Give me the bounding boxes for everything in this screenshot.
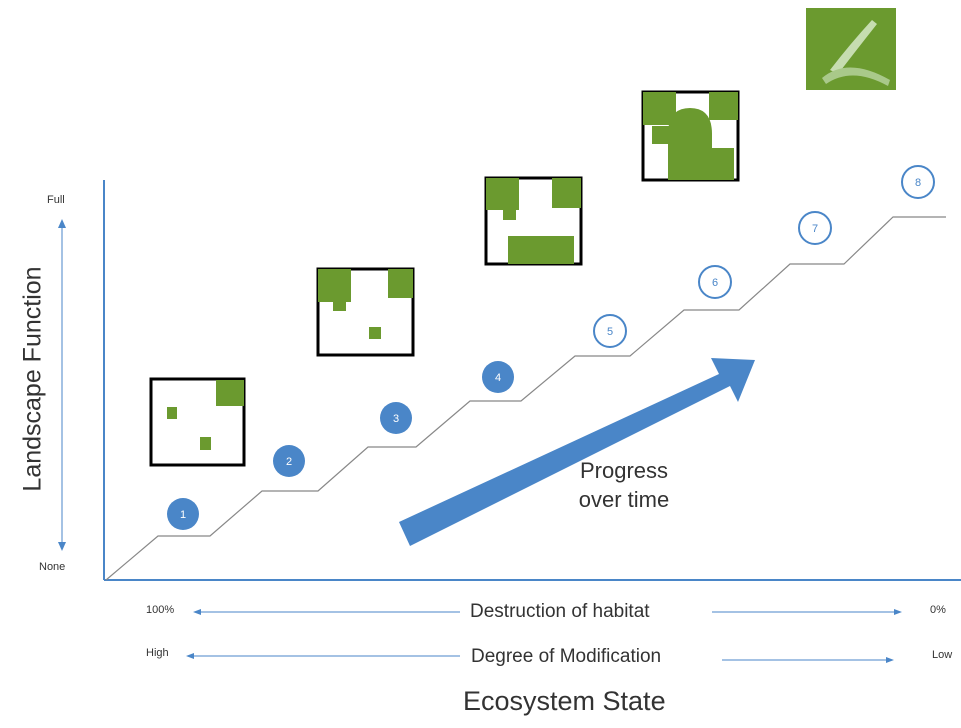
progress-label: Progress over time	[544, 456, 704, 514]
landscape-tile-1	[149, 377, 246, 467]
step-number: 1	[180, 509, 186, 521]
y-axis-bottom-label: None	[39, 561, 66, 573]
landscape-tile-3	[484, 176, 583, 266]
step-number: 4	[495, 372, 501, 384]
step-number: 7	[812, 223, 818, 235]
y-axis-top-label: Full	[47, 194, 65, 206]
modification-label: Degree of Modification	[471, 646, 662, 667]
staircase-line	[105, 216, 946, 581]
step-5: 5	[593, 314, 627, 348]
landscape-tile-2	[316, 267, 415, 357]
step-6: 6	[698, 265, 732, 299]
destruction-label: Destruction of habitat	[470, 601, 650, 622]
y-axis-label: Landscape Function	[18, 266, 47, 492]
destruction-right-label: 0%	[930, 604, 946, 616]
step-8: 8	[901, 165, 935, 199]
step-1: 1	[167, 498, 199, 530]
step-number: 8	[915, 177, 921, 189]
y-range-arrow	[58, 219, 66, 551]
step-3: 3	[380, 402, 412, 434]
landscape-tile-4	[641, 90, 740, 182]
destruction-left-label: 100%	[146, 604, 175, 616]
progress-arrow	[399, 358, 755, 546]
x-axis-title: Ecosystem State	[463, 686, 666, 716]
progress-line-1: Progress	[579, 458, 669, 483]
modification-arrow	[186, 653, 894, 663]
step-number: 3	[393, 413, 399, 425]
step-7: 7	[798, 211, 832, 245]
step-4: 4	[482, 361, 514, 393]
destruction-arrow	[193, 609, 902, 615]
step-2: 2	[273, 445, 305, 477]
progress-line-2: over time	[578, 487, 670, 512]
modification-left-label: High	[146, 647, 169, 659]
landscape-tile-5	[806, 8, 896, 90]
step-number: 2	[286, 456, 292, 468]
step-number: 5	[607, 326, 613, 338]
modification-right-label: Low	[932, 649, 953, 661]
step-number: 6	[712, 277, 718, 289]
